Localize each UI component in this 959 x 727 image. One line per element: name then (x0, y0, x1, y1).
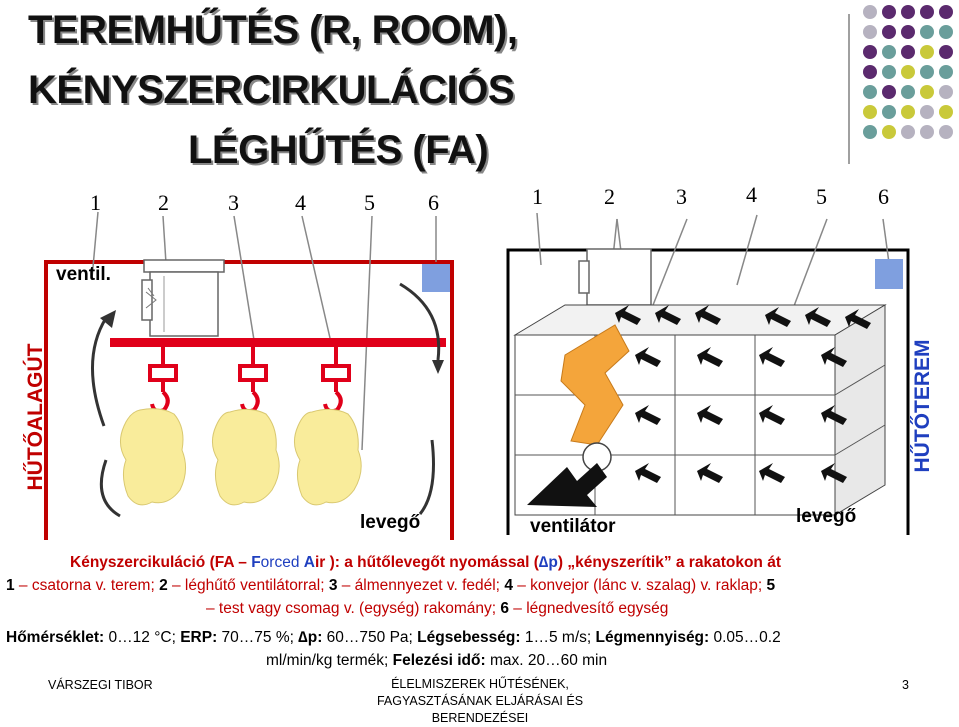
decorative-dot (939, 65, 953, 79)
right-air-label: levegő (796, 506, 857, 527)
description-line-2: 1 – csatorna v. terem; 2 – léghűtő venti… (6, 577, 776, 594)
air-arrow (697, 463, 723, 483)
decorative-dot (863, 65, 877, 79)
decorative-dot (920, 5, 934, 19)
air-arrow (635, 347, 661, 367)
air-arrow (805, 307, 831, 327)
decorative-dot (939, 105, 953, 119)
left-tunnel-diagram (44, 211, 454, 540)
decorative-dot (863, 125, 877, 139)
decorative-dot (901, 5, 915, 19)
decorative-dot (882, 45, 896, 59)
decorative-dot (882, 85, 896, 99)
decorative-dot (939, 125, 953, 139)
decorative-dot (863, 5, 877, 19)
right-number-2: 2 (604, 184, 615, 209)
decorative-dot (901, 45, 915, 59)
footer-author: VÁRSZEGI TIBOR (48, 678, 153, 692)
right-room-diagram (506, 212, 910, 535)
fan-label: ventilátor (530, 516, 616, 537)
left-air-label: levegő (360, 512, 421, 533)
decorative-dot (863, 85, 877, 99)
air-arrow (759, 463, 785, 483)
description-line-3: – test vagy csomag v. (egység) rakomány;… (206, 600, 669, 617)
air-arrow (765, 307, 791, 327)
decorative-dot (863, 105, 877, 119)
decorative-dot (882, 65, 896, 79)
left-number-6: 6 (428, 190, 439, 215)
decorative-dot (882, 125, 896, 139)
decorative-dot (901, 65, 915, 79)
air-arrow (635, 463, 661, 483)
decorative-dot (920, 45, 934, 59)
slide-title: TEREMHŰTÉS (R, ROOM), KÉNYSZERCIRKULÁCIÓ… (28, 0, 828, 180)
right-number-6: 6 (878, 184, 889, 209)
decorative-dot-grid (863, 5, 953, 139)
right-number-5: 5 (816, 184, 827, 209)
decorative-dot (901, 105, 915, 119)
description-line-5: ml/min/kg termék; Felezési idő: max. 20…… (266, 652, 608, 669)
title-line-3: LÉGHŰTÉS (FA) (188, 128, 489, 172)
decorative-dot (920, 105, 934, 119)
title-line-1: TEREMHŰTÉS (R, ROOM), (28, 8, 518, 52)
right-number-1: 1 (532, 184, 543, 209)
decorative-dot (882, 5, 896, 19)
footer-course: ÉLELMISZEREK HŰTÉSÉNEK, FAGYASZTÁSÁNAK E… (330, 676, 630, 727)
air-arrow (697, 405, 723, 425)
description-line-1: Kényszercikuláció (FA – Forced Air ): a … (70, 554, 781, 571)
air-arrow (759, 347, 785, 367)
decorative-dot (882, 25, 896, 39)
footer-course-line-3: BERENDEZÉSEI (431, 711, 529, 725)
footer-course-line-2: FAGYASZTÁSÁNAK ELJÁRÁSAI ÉS (376, 694, 584, 708)
ventil-label: ventil. (56, 264, 111, 285)
air-arrow (635, 405, 661, 425)
decorative-dot (920, 125, 934, 139)
description-line-4: Hőmérséklet: 0…12 °C; ERP: 70…75 %; ∆p: … (6, 629, 781, 646)
decorative-dot (882, 105, 896, 119)
decorative-dot (901, 25, 915, 39)
air-arrow (821, 347, 847, 367)
left-number-5: 5 (364, 190, 375, 215)
right-number-3: 3 (676, 184, 687, 209)
title-line-2: KÉNYSZERCIRKULÁCIÓS (28, 68, 515, 112)
air-arrow (695, 305, 721, 325)
air-arrow (821, 405, 847, 425)
decorative-dot (920, 25, 934, 39)
page-number: 3 (902, 678, 909, 692)
air-arrow (845, 309, 871, 329)
decorative-dot (863, 45, 877, 59)
left-number-2: 2 (158, 190, 169, 215)
left-number-1: 1 (90, 190, 101, 215)
decorative-dot (920, 65, 934, 79)
air-arrow (821, 463, 847, 483)
left-number-3: 3 (228, 190, 239, 215)
footer-course-line-1: ÉLELMISZEREK HŰTÉSÉNEK, (391, 677, 569, 691)
decorative-dot (901, 85, 915, 99)
left-number-4: 4 (295, 190, 306, 215)
decorative-dot (939, 85, 953, 99)
decorative-dot (901, 125, 915, 139)
air-arrow (655, 305, 681, 325)
air-arrow (615, 305, 641, 325)
air-arrow (759, 405, 785, 425)
hanger-hooks (148, 346, 351, 414)
decorative-dot (863, 25, 877, 39)
decorative-dot (939, 5, 953, 19)
air-arrow (697, 347, 723, 367)
decorative-dot (939, 45, 953, 59)
decorative-dot (920, 85, 934, 99)
right-number-4: 4 (746, 182, 757, 207)
divider-line (848, 14, 850, 164)
decorative-dot (939, 25, 953, 39)
